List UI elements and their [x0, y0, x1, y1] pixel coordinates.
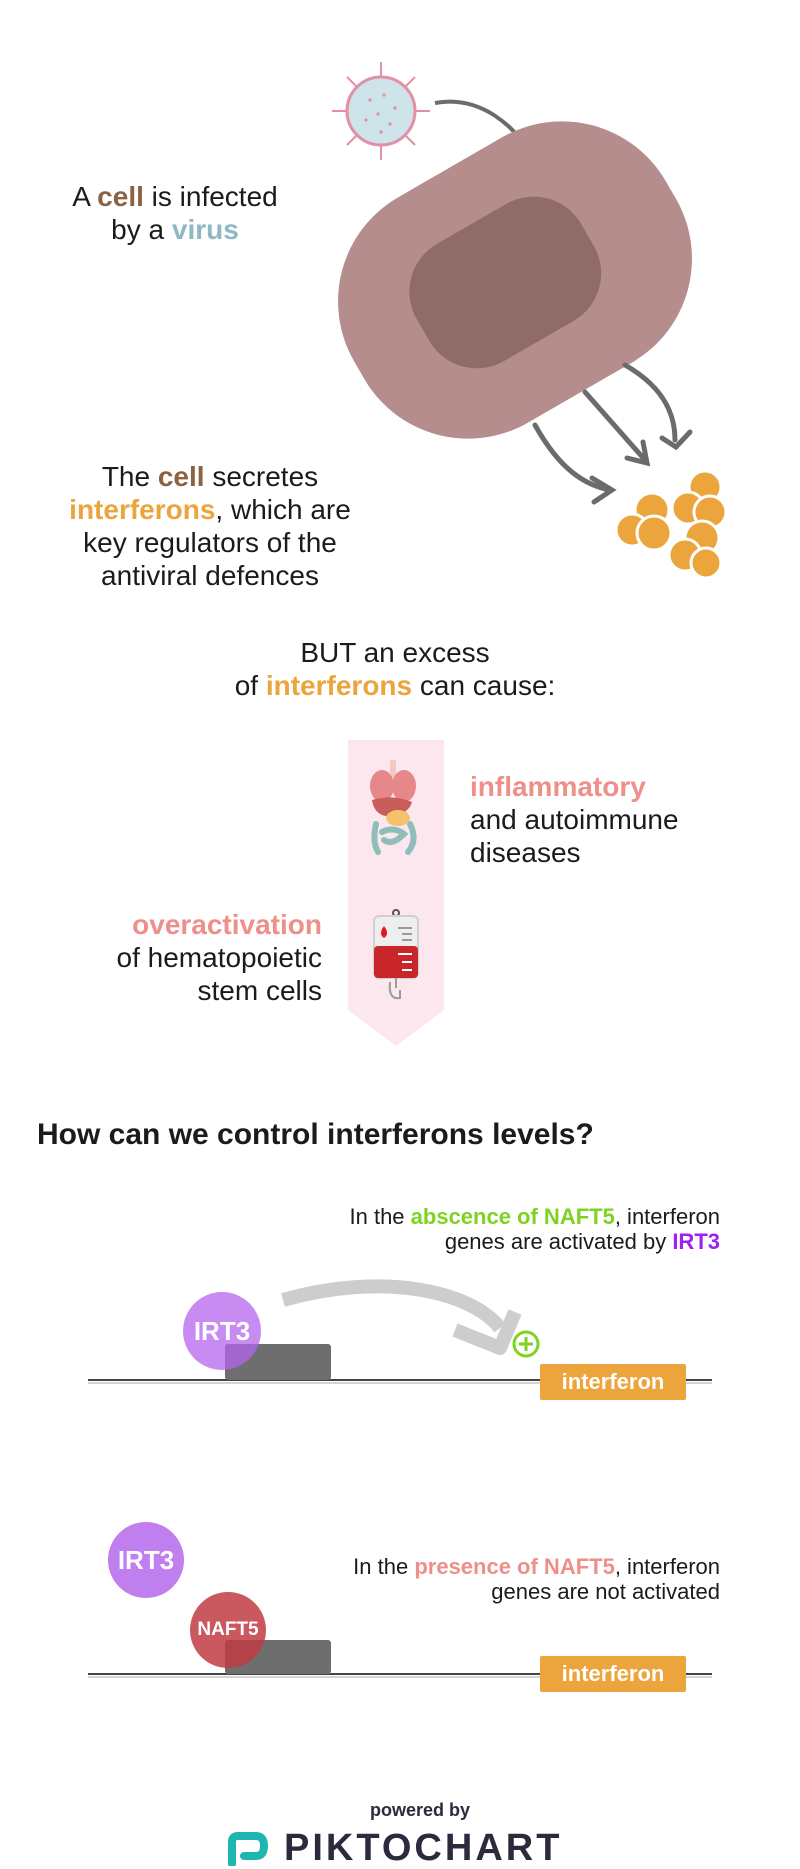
- overactivation-keyword: overactivation: [132, 909, 322, 940]
- powered-by-label: powered by: [369, 1800, 471, 1820]
- absence-keyword: abscence of NAFT5: [410, 1204, 615, 1229]
- piktochart-logo-icon: [228, 1832, 269, 1866]
- interferon-gene: interferon: [540, 1364, 686, 1400]
- virus-icon: [332, 62, 430, 160]
- presence-keyword: presence of NAFT5: [414, 1554, 615, 1579]
- interferons-keyword: interferons: [265, 670, 413, 701]
- irt3-protein-unbound: IRT3: [108, 1522, 184, 1598]
- cell-infection-illustration: [332, 62, 728, 580]
- secretion-caption: The cell secretes interferons, which are…: [69, 461, 351, 591]
- cell-keyword: cell: [157, 461, 205, 492]
- piktochart-logo[interactable]: PIKTOCHART: [226, 1828, 626, 1868]
- irt3-keyword: IRT3: [672, 1229, 720, 1254]
- interferon-gene-inactive: interferon: [540, 1656, 686, 1692]
- inflammatory-keyword: inflammatory: [470, 771, 646, 802]
- naft5-protein: NAFT5: [190, 1592, 266, 1668]
- effects-banner: [348, 740, 444, 1046]
- interferons-cluster: [614, 469, 728, 580]
- piktochart-wordmark: PIKTOCHART: [284, 1827, 563, 1869]
- presence-caption: In the presence of NAFT5, interferon gen…: [353, 1554, 720, 1604]
- virus-keyword: virus: [171, 214, 239, 245]
- infection-caption: A cell is infected by a virus: [72, 181, 278, 245]
- blood-bag-icon: [373, 909, 419, 1000]
- cell-shape: [338, 121, 692, 439]
- irt3-protein: IRT3: [183, 1292, 261, 1370]
- organs-icon: [370, 760, 417, 855]
- plus-circle-icon: [512, 1330, 540, 1358]
- overactivation-caption: overactivation of hematopoietic stem cel…: [30, 908, 322, 1007]
- interferons-keyword: interferons: [69, 494, 216, 525]
- excess-caption: BUT an excess of interferons can cause:: [234, 637, 556, 701]
- absence-caption: In the abscence of NAFT5, interferon gen…: [349, 1204, 721, 1254]
- question-heading: How can we control interferons levels?: [37, 1118, 594, 1151]
- activation-arrow: [281, 1279, 506, 1333]
- inflammatory-caption: inflammatory and autoimmune diseases: [470, 770, 790, 869]
- secretion-arrows: [532, 362, 693, 505]
- cell-keyword: cell: [97, 181, 144, 212]
